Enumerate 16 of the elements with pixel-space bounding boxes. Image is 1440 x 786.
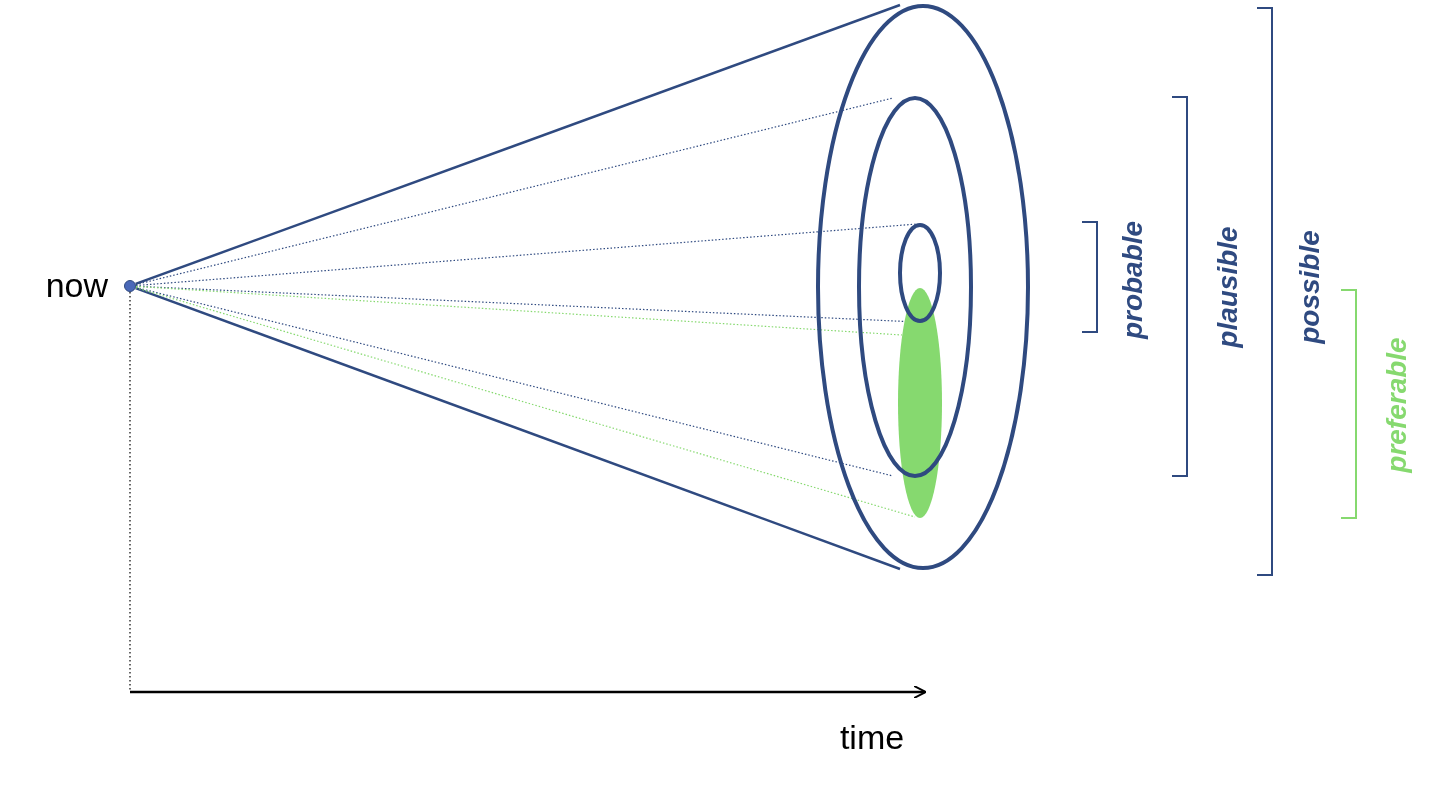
cone-line [135, 287, 916, 518]
axis-label: time [839, 720, 905, 754]
node-caption: now [45, 265, 108, 305]
ellipse [857, 96, 973, 478]
ellipse [816, 4, 1030, 570]
filled-ellipse [898, 288, 942, 518]
bracket-label: probable [1119, 220, 1147, 340]
point-marker [124, 280, 136, 292]
cone-line [135, 286, 901, 571]
cone-line [135, 223, 918, 287]
bracket-label: possible [1296, 230, 1324, 344]
bracket-label: preferable [1383, 337, 1411, 473]
bracket-label: plausible [1214, 226, 1242, 348]
ellipse [898, 223, 942, 323]
cone-line [135, 97, 894, 286]
cone-line [135, 3, 901, 286]
